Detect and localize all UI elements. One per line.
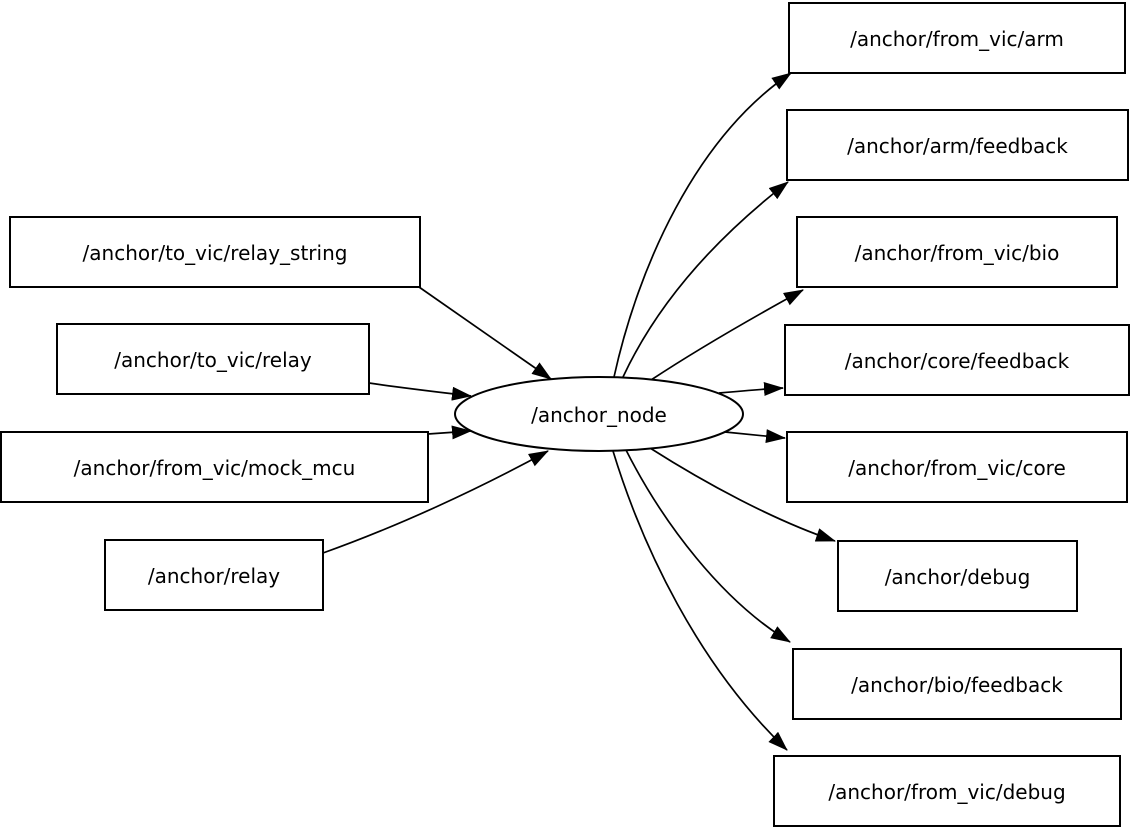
node-box-from-vic-arm xyxy=(788,2,1126,74)
node-label-to-vic-relay-string: /anchor/to_vic/relay_string xyxy=(83,241,348,265)
node-label-to-vic-relay: /anchor/to_vic/relay xyxy=(114,348,312,372)
node-box-from-vic-debug xyxy=(773,755,1121,827)
node-label-bio-feedback: /anchor/bio/feedback xyxy=(851,673,1063,697)
node-box-from-vic-bio xyxy=(796,216,1118,288)
node-box-bio-feedback xyxy=(792,648,1122,720)
node-box-from-vic-core xyxy=(786,431,1128,503)
node-box-to-vic-relay-string xyxy=(9,216,421,288)
node-box-from-vic-mock-mcu xyxy=(0,431,429,503)
graph-edge xyxy=(418,286,552,380)
node-box-debug xyxy=(837,540,1078,612)
node-label-from-vic-core: /anchor/from_vic/core xyxy=(848,456,1066,480)
node-relay: /anchor/relay xyxy=(104,539,324,611)
node-core-feedback: /anchor/core/feedback xyxy=(784,324,1130,396)
node-label-core-feedback: /anchor/core/feedback xyxy=(845,349,1070,373)
node-label-anchor-node: /anchor_node xyxy=(531,403,667,427)
node-label-arm-feedback: /anchor/arm/feedback xyxy=(847,134,1068,158)
graph-edge xyxy=(427,425,472,440)
node-from-vic-mock-mcu: /anchor/from_vic/mock_mcu xyxy=(0,431,429,503)
node-to-vic-relay: /anchor/to_vic/relay xyxy=(56,323,370,395)
node-arm-feedback: /anchor/arm/feedback xyxy=(786,109,1129,181)
graph-edge xyxy=(625,449,791,643)
graph-edge xyxy=(612,450,788,751)
node-box-core-feedback xyxy=(784,324,1130,396)
node-ellipse-anchor-node xyxy=(454,376,744,452)
node-to-vic-relay-string: /anchor/to_vic/relay_string xyxy=(9,216,421,288)
graph-edge xyxy=(718,381,784,396)
node-box-arm-feedback xyxy=(786,109,1129,181)
graph-edge xyxy=(322,450,549,554)
node-from-vic-bio: /anchor/from_vic/bio xyxy=(796,216,1118,288)
graph-edge xyxy=(650,289,804,381)
node-label-from-vic-debug: /anchor/from_vic/debug xyxy=(828,780,1065,804)
graph-edge xyxy=(368,382,472,401)
node-bio-feedback: /anchor/bio/feedback xyxy=(792,648,1122,720)
node-anchor-node: /anchor_node xyxy=(454,376,744,452)
node-label-relay: /anchor/relay xyxy=(148,564,280,588)
node-box-relay xyxy=(104,539,324,611)
node-debug: /anchor/debug xyxy=(837,540,1078,612)
node-label-from-vic-mock-mcu: /anchor/from_vic/mock_mcu xyxy=(74,456,356,480)
node-label-debug: /anchor/debug xyxy=(885,565,1031,589)
graph-edge xyxy=(622,181,789,378)
graph-edge xyxy=(724,429,786,444)
node-from-vic-core: /anchor/from_vic/core xyxy=(786,431,1128,503)
node-label-from-vic-bio: /anchor/from_vic/bio xyxy=(855,241,1060,265)
node-box-to-vic-relay xyxy=(56,323,370,395)
graph-edge xyxy=(613,72,792,378)
node-from-vic-debug: /anchor/from_vic/debug xyxy=(773,755,1121,827)
node-label-from-vic-arm: /anchor/from_vic/arm xyxy=(850,27,1064,51)
graph-edge xyxy=(649,447,836,542)
node-from-vic-arm: /anchor/from_vic/arm xyxy=(788,2,1126,74)
